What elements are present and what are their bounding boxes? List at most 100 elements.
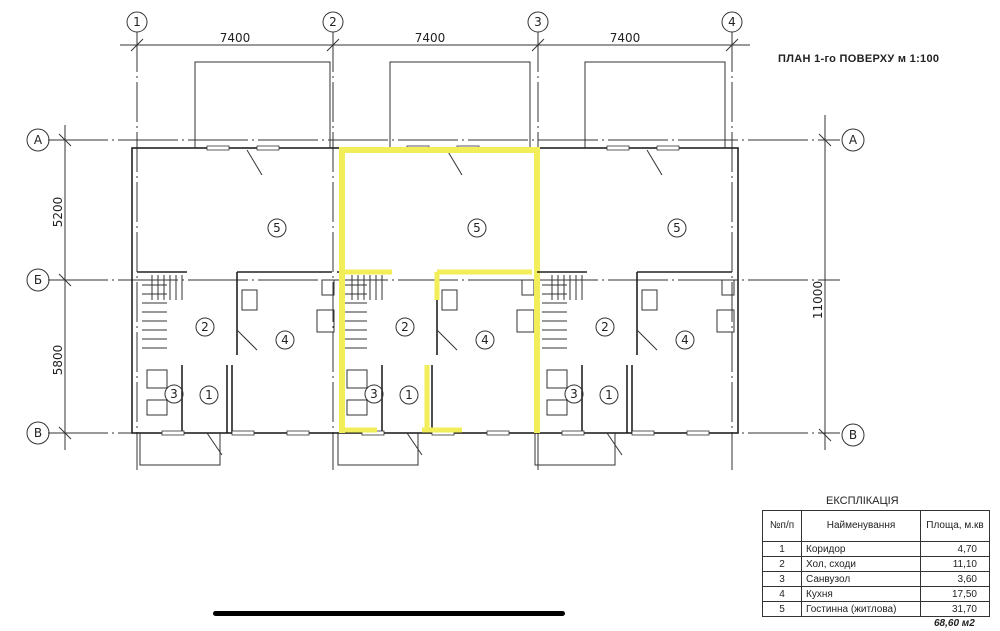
cell-name: Гостинна (житлова) [801,601,921,617]
stove-icon [316,309,335,333]
terrace-outline [584,61,726,148]
sink-icon [641,289,658,311]
room-number-circle [199,385,219,405]
header-name: Найменування [801,510,921,542]
axis-marker-circle [322,11,344,33]
axis-label: 3 [534,15,542,29]
cell-number: 2 [762,556,802,572]
axis-label: 4 [728,15,736,29]
window [256,145,280,151]
room-number-circle [395,317,415,337]
axis-label: 1 [133,15,141,29]
room-number-circle [364,384,384,404]
door-swing [636,329,658,351]
axis-label: В [34,426,42,440]
header-number: №п/п [762,510,802,542]
axis-marker-circle [26,421,50,445]
fridge-icon [321,279,335,296]
window [231,430,255,436]
dimension-label: 11000 [811,281,825,319]
cell-name: Санвузол [801,571,921,587]
header-area: Площа, м.кв [920,510,990,542]
cell-number: 1 [762,541,802,557]
window [561,430,585,436]
room-number: 5 [273,221,281,235]
axis-marker-circle [126,11,148,33]
cell-name: Хол, сходи [801,556,921,572]
dimension-label: 7400 [220,31,251,45]
room-number: 3 [370,387,378,401]
room-number: 3 [170,387,178,401]
door-swing [646,149,663,176]
sink-icon [441,289,458,311]
room-number: 4 [281,333,289,347]
room-number: 5 [473,221,481,235]
total-area: 68,60 м2 [934,618,975,629]
axis-label: А [849,133,858,147]
door-swing [606,432,623,456]
plan-title: ПЛАН 1-го ПОВЕРХУ м 1:100 [778,53,940,65]
dimension-label: 5200 [51,197,65,228]
toilet-icon [346,399,368,416]
room-number-circle [275,330,295,350]
room-number-circle [675,330,695,350]
porch-outline [337,433,419,466]
room-number-circle [475,330,495,350]
explication-title: ЕКСПЛІКАЦІЯ [826,495,899,507]
room-number: 2 [601,320,609,334]
cell-area: 31,70 [920,601,990,617]
cell-number: 4 [762,586,802,602]
fridge-icon [721,279,735,296]
cell-number: 5 [762,601,802,617]
axis-marker-circle [26,268,50,292]
sink-icon [241,289,258,311]
building-outline [131,61,739,466]
room-number: 5 [673,221,681,235]
room-number: 1 [205,388,213,402]
room-number: 1 [405,388,413,402]
toilet-icon [146,399,168,416]
porch-outline [139,433,221,466]
dimension-label: 7400 [610,31,641,45]
stove-icon [516,309,535,333]
axis-label: В [849,428,857,442]
axis-marker-circle [721,11,743,33]
room-number: 3 [570,387,578,401]
home-indicator-bar[interactable] [213,611,565,616]
cell-name: Коридор [801,541,921,557]
shower-icon [146,369,168,389]
window [656,145,680,151]
cell-area: 3,60 [920,571,990,587]
cell-number: 3 [762,571,802,587]
toilet-icon [546,399,568,416]
porch-outline [534,433,616,466]
room-number-circle [399,385,419,405]
room-number-circle [267,218,287,238]
terrace-outline [389,61,531,148]
cell-area: 4,70 [920,541,990,557]
room-number-circle [667,218,687,238]
room-number-circle [467,218,487,238]
window [286,430,310,436]
room-number-circle [595,317,615,337]
cell-area: 11,10 [920,556,990,572]
axis-marker-circle [841,128,865,152]
door-swing [446,149,463,176]
window [631,430,655,436]
axis-label: 2 [329,15,337,29]
window [686,430,710,436]
room-number-circle [599,385,619,405]
window [206,145,230,151]
window [161,430,185,436]
room-number-circle [564,384,584,404]
room-number: 2 [401,320,409,334]
